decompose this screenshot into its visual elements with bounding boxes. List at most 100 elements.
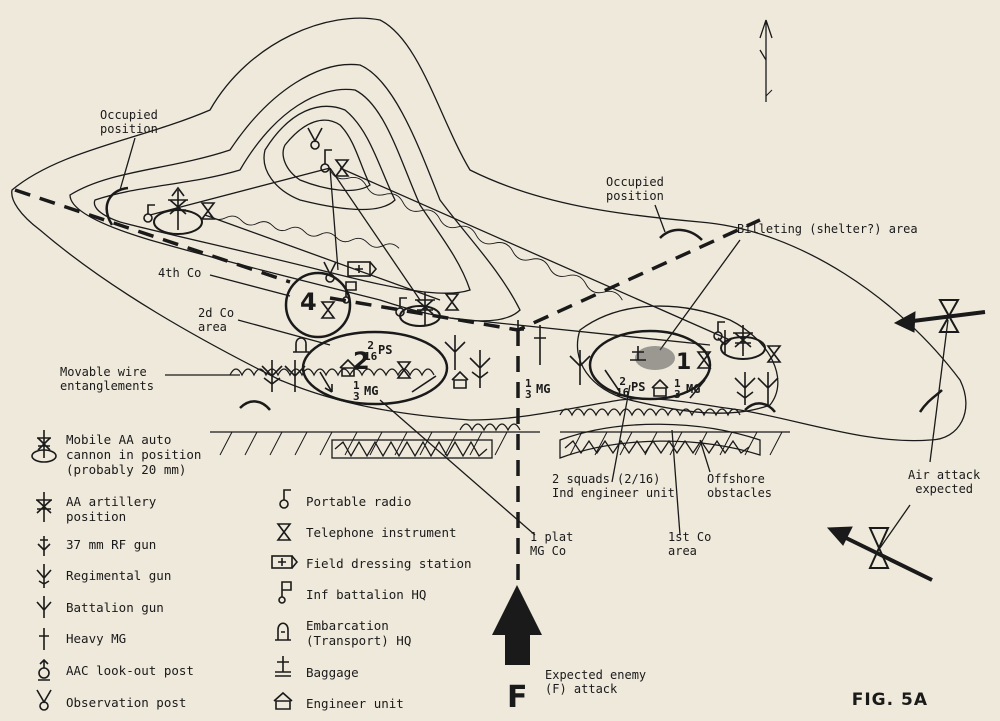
frac-2-16-a: 2 16 bbox=[364, 339, 378, 363]
co4-number: 4 bbox=[300, 288, 317, 316]
occupied-position-label-right: Occupied position bbox=[606, 175, 664, 203]
comm-line-3 bbox=[329, 167, 421, 301]
legend-item-aac-lookout: AAC look-out post bbox=[30, 659, 194, 689]
legend-item-rf-gun: 37 mm RF gun bbox=[30, 533, 156, 563]
portable-radio-icon bbox=[320, 149, 332, 173]
legend-item-baggage: Baggage bbox=[270, 661, 359, 687]
legend-text: Embarcation (Transport) HQ bbox=[306, 618, 412, 648]
expected-attack-label: Expected enemy (F) attack bbox=[545, 668, 647, 696]
legend-item-field-dressing: Field dressing station bbox=[270, 552, 472, 578]
north-arrow bbox=[759, 19, 773, 102]
battalion-gun-icon bbox=[261, 360, 283, 392]
leader-air-1 bbox=[929, 319, 949, 463]
leader-4thco bbox=[209, 274, 291, 297]
telephone-icon bbox=[696, 351, 712, 369]
telephone-icon bbox=[396, 361, 412, 379]
leader-billeting bbox=[659, 239, 741, 351]
offshore-zigzag-1 bbox=[334, 440, 488, 458]
contour-line-4 bbox=[263, 105, 396, 211]
portable-radio-icon bbox=[395, 297, 407, 317]
ps-label-a: PS bbox=[378, 343, 393, 357]
aa-artillery-icon bbox=[415, 292, 435, 325]
figure-label: FIG. 5A bbox=[851, 690, 928, 710]
offshore-obstacles-label: Offshore obstacles bbox=[707, 472, 773, 500]
legend-engineer-icon bbox=[273, 691, 293, 710]
leader-offshore bbox=[699, 439, 711, 473]
aa-artillery-icon bbox=[733, 325, 753, 356]
co1-number: 1 bbox=[676, 350, 692, 375]
baggage-icon bbox=[630, 346, 646, 361]
legend-text: Heavy MG bbox=[66, 631, 127, 646]
leader-occupied-left bbox=[119, 137, 136, 191]
observation-post-icon bbox=[323, 261, 337, 283]
frac-1-3-b: 1 3 bbox=[525, 377, 532, 401]
fire-arrow bbox=[411, 375, 437, 393]
legend-item-inf-hq: Inf battalion HQ bbox=[270, 583, 426, 609]
portable-radio-icon bbox=[143, 204, 155, 223]
legend-text: Portable radio bbox=[306, 494, 412, 509]
second-co-label: 2d Co area bbox=[198, 306, 235, 334]
legend-mobile-aa-icon bbox=[31, 430, 57, 463]
billeting-area bbox=[635, 346, 675, 370]
regimental-gun-icon bbox=[444, 335, 466, 370]
engineer-unit-icon bbox=[339, 358, 357, 377]
battalion-gun-icon bbox=[569, 350, 591, 385]
contour-line-5 bbox=[282, 119, 371, 192]
co1-area-ring bbox=[588, 329, 712, 401]
heavy-mg-icon bbox=[534, 325, 546, 365]
frac-2-16-b: 2 16 bbox=[616, 375, 630, 399]
legend-rf-gun-icon bbox=[37, 536, 51, 556]
rf-gun-37mm-icon bbox=[717, 330, 733, 355]
legend-baggage-icon bbox=[275, 656, 291, 677]
aircraft-symbol-2 bbox=[868, 527, 890, 569]
ps-label-b: PS bbox=[631, 380, 646, 394]
legend-text: 37 mm RF gun bbox=[66, 537, 157, 552]
legend-text: Mobile AA auto cannon in position (proba… bbox=[66, 432, 202, 477]
co4-area-ring bbox=[284, 271, 352, 339]
contour-line-3 bbox=[93, 88, 471, 294]
attack-arrow bbox=[492, 585, 542, 665]
engineer-unit-icon bbox=[651, 378, 669, 397]
north-arrow-hatch bbox=[765, 88, 773, 102]
aa-artillery-icon bbox=[168, 186, 188, 230]
outer-contour-line bbox=[11, 17, 967, 442]
comm-line-5 bbox=[204, 214, 441, 301]
battalion-gun-icon bbox=[757, 372, 779, 405]
battalion-gun-icon bbox=[284, 360, 306, 392]
legend-text: AA artillery position bbox=[66, 494, 157, 524]
fire-arrow bbox=[319, 371, 333, 393]
wire-entanglement-1 bbox=[229, 368, 435, 377]
legend-aac-lookout-icon bbox=[38, 658, 50, 681]
legend-item-heavy-mg: Heavy MG bbox=[30, 627, 126, 657]
comm-line-6 bbox=[449, 317, 711, 346]
comm-line-2 bbox=[329, 167, 339, 271]
air-attack-arrow-right bbox=[904, 310, 986, 324]
fourth-co-label: 4th Co bbox=[158, 266, 202, 280]
occupied-position-arc-5 bbox=[918, 389, 943, 413]
telephone-icon bbox=[320, 301, 336, 319]
legend-item-telephone: Telephone instrument bbox=[270, 521, 457, 547]
legend-text: Inf battalion HQ bbox=[306, 587, 427, 602]
legend-item-observation-post: Observation post bbox=[30, 691, 186, 721]
frac-1-3-a: 1 3 bbox=[353, 379, 360, 403]
field-dressing-icon bbox=[347, 261, 378, 277]
embarcation-hq-icon bbox=[293, 337, 309, 353]
legend-text: Telephone instrument bbox=[306, 525, 457, 540]
frac-1-3-c: 1 3 bbox=[674, 377, 681, 401]
fire-arrow bbox=[689, 379, 706, 399]
engineer-unit-icon bbox=[451, 370, 469, 389]
legend-portable-radio-icon bbox=[279, 489, 291, 509]
co2-number: 2 bbox=[353, 347, 370, 375]
legend-heavy-mg-icon bbox=[39, 628, 49, 650]
occupied-position-arc-4 bbox=[744, 402, 776, 413]
occupied-position-arc-3 bbox=[239, 400, 271, 411]
legend-telephone-icon bbox=[276, 523, 292, 541]
telephone-icon bbox=[444, 293, 460, 311]
one-plat-label: 1 plat MG Co bbox=[530, 530, 574, 558]
telephone-icon bbox=[334, 159, 350, 177]
aircraft-symbol-1 bbox=[938, 299, 960, 333]
legend-text: Field dressing station bbox=[306, 556, 472, 571]
legend-item-embarcation: Embarcation (Transport) HQ bbox=[270, 614, 411, 648]
air-attack-arrow-bottom bbox=[839, 533, 933, 582]
